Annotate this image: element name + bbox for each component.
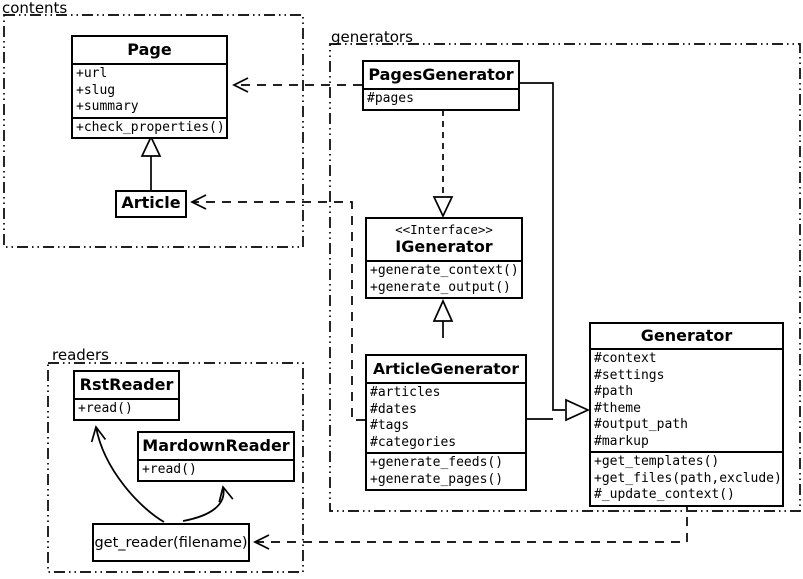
class-member: #categories xyxy=(370,434,457,450)
class-mardownreader-methods: +read() xyxy=(139,461,293,480)
class-member: +url xyxy=(76,66,108,81)
class-member: +slug xyxy=(76,82,116,98)
class-page-attributes: +url +slug +summary xyxy=(73,65,226,119)
class-pagesgenerator-title: PagesGenerator xyxy=(364,62,518,90)
function-get-reader: get_reader(filename) xyxy=(92,523,250,562)
package-readers-boundary xyxy=(47,362,304,573)
class-igenerator-name: IGenerator xyxy=(395,237,493,256)
class-page: Page +url +slug +summary +check_properti… xyxy=(71,35,228,139)
class-generator-methods: +get_templates() +get_files(path,exclude… xyxy=(591,453,782,505)
class-member: +summary xyxy=(76,99,139,114)
realization-pagesgenerator-igenerator xyxy=(432,110,454,218)
class-member: #_update_context() xyxy=(594,487,735,502)
class-member: #theme xyxy=(594,400,641,416)
package-generators-boundary xyxy=(329,43,801,512)
class-pagesgenerator-attributes: #pages xyxy=(364,90,518,109)
class-rstreader-title: RstReader xyxy=(75,372,178,400)
class-rstreader: RstReader +read() xyxy=(73,370,180,421)
class-pagesgenerator: PagesGenerator #pages xyxy=(362,60,520,111)
class-generator: Generator #context #settings #path #them… xyxy=(589,322,784,507)
class-member: #tags xyxy=(370,418,410,433)
generalization-generators-generator xyxy=(519,82,591,422)
dependency-articlegenerator-article xyxy=(190,194,365,421)
class-articlegenerator-methods: +generate_feeds() +generate_pages() xyxy=(367,454,525,489)
class-member: +read() xyxy=(142,462,197,477)
class-member: #markup xyxy=(594,433,649,449)
class-articlegenerator-attributes: #articles #dates #tags #categories xyxy=(367,384,525,454)
class-member: +check_properties() xyxy=(76,119,225,135)
class-mardownreader: MardownReader +read() xyxy=(137,431,295,482)
class-generator-attributes: #context #settings #path #theme #output_… xyxy=(591,350,782,453)
dependency-generator-getreader xyxy=(253,501,688,550)
class-member: +get_templates() xyxy=(594,454,720,469)
class-generator-title: Generator xyxy=(591,324,782,350)
association-getreader-rstreader xyxy=(90,425,165,523)
class-member: #context xyxy=(594,351,657,366)
class-member: +generate_feeds() xyxy=(370,455,504,470)
class-articlegenerator: ArticleGenerator #articles #dates #tags … xyxy=(365,354,527,491)
class-member: +generate_context() xyxy=(370,263,519,278)
package-label-readers: readers xyxy=(52,346,109,364)
class-member: +generate_pages() xyxy=(370,471,504,487)
class-member: #pages xyxy=(367,91,414,106)
generalization-article-page xyxy=(140,135,162,190)
package-label-generators: generators xyxy=(331,28,413,46)
class-member: #settings xyxy=(594,367,665,383)
class-article: Article xyxy=(115,190,187,218)
realization-articlegenerator-igenerator xyxy=(432,298,454,338)
class-igenerator-methods: +generate_context() +generate_output() xyxy=(367,262,521,297)
class-member: #path xyxy=(594,384,634,399)
class-page-title: Page xyxy=(73,37,226,65)
class-rstreader-methods: +read() xyxy=(75,400,178,419)
class-member: #dates xyxy=(370,401,417,417)
interface-stereotype: <<Interface>> xyxy=(395,222,493,237)
class-member: +generate_output() xyxy=(370,279,511,295)
class-articlegenerator-title: ArticleGenerator xyxy=(367,356,525,384)
class-mardownreader-title: MardownReader xyxy=(139,433,293,461)
class-member: +read() xyxy=(78,401,133,416)
class-member: #output_path xyxy=(594,417,688,432)
class-igenerator-title: <<Interface>> IGenerator xyxy=(367,219,521,262)
class-member: +get_files(path,exclude) xyxy=(594,470,782,486)
class-igenerator: <<Interface>> IGenerator +generate_conte… xyxy=(365,217,523,299)
class-article-title: Article xyxy=(121,193,181,212)
package-contents-boundary xyxy=(3,14,304,248)
class-member: #articles xyxy=(370,385,441,400)
package-label-contents: contents xyxy=(2,0,68,17)
class-page-methods: +check_properties() xyxy=(73,119,226,138)
association-getreader-mardownreader xyxy=(182,485,234,522)
